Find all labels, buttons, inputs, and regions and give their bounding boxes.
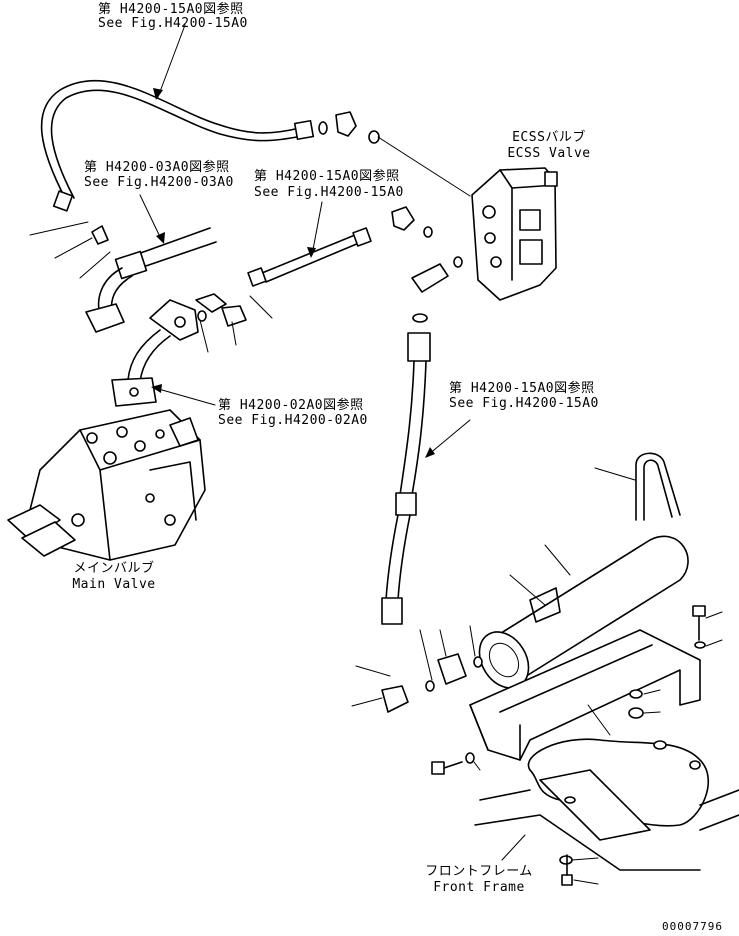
callout-hose-top-jp: 第 H4200-15A0図参照 (98, 2, 244, 17)
leader-u-bolt (594, 467, 636, 481)
bolt-right-top[interactable] (692, 605, 706, 641)
leader-accumulator-2 (544, 544, 571, 576)
accumulator-fittings[interactable] (381, 653, 483, 713)
front-frame-label-jp: フロントフレーム (425, 864, 533, 879)
leader-nut-bracket (643, 711, 661, 714)
leader-fit-1 (355, 665, 391, 677)
leader-main-valve-ref (154, 387, 216, 406)
left-hose[interactable] (85, 225, 217, 333)
leader-hose-right (427, 419, 471, 456)
washer-bracket (629, 689, 643, 699)
leader-hose-left (139, 194, 163, 242)
middle-hose[interactable] (247, 206, 433, 287)
callout-hose-mid-en: See Fig.H4200-15A0 (254, 185, 404, 200)
elbow-ecss[interactable] (411, 256, 463, 293)
leader-fitting-b (231, 321, 237, 346)
o-ring-ecss (412, 313, 428, 323)
callout-main-valve-en: See Fig.H4200-02A0 (218, 413, 368, 428)
leader-fitting-c (249, 295, 273, 319)
ecss-valve-label-jp: ECSSバルブ (512, 130, 586, 145)
u-bolt[interactable] (635, 452, 681, 521)
leader-frame-washer (571, 857, 599, 861)
main-valve-label-jp: メインバルブ (73, 561, 155, 576)
accumulator[interactable] (469, 535, 689, 697)
callout-main-valve-jp: 第 H4200-02A0図参照 (218, 398, 364, 413)
arrowhead-hose-right (425, 447, 435, 458)
front-frame[interactable] (474, 738, 739, 871)
leader-hose-mid (311, 201, 323, 256)
front-frame-label-en: Front Frame (433, 880, 525, 895)
callout-hose-right-jp: 第 H4200-15A0図参照 (449, 381, 595, 396)
main-valve-label-en: Main Valve (72, 577, 156, 592)
leader-front-frame (501, 834, 526, 861)
ecss-valve-label-en: ECSS Valve (507, 146, 591, 161)
arrowhead-hose-top (153, 88, 163, 100)
callout-hose-mid-jp: 第 H4200-15A0図参照 (254, 169, 400, 184)
leader-fitting-a (199, 319, 209, 353)
leader-bolt-left (473, 761, 481, 771)
leader-frame-bolt (573, 879, 599, 885)
leader-bracket (587, 704, 611, 736)
washer-right (694, 641, 706, 649)
right-hose[interactable] (381, 332, 431, 625)
leader-accumulator-1 (509, 574, 546, 606)
leader-left-3 (79, 251, 111, 279)
callout-hose-top-en: See Fig.H4200-15A0 (98, 16, 248, 31)
callout-hose-left-jp: 第 H4200-03A0図参照 (84, 160, 230, 175)
arrowhead-hose-mid (307, 247, 316, 258)
leader-left-2 (54, 237, 93, 259)
drawing-number: 00007796 (662, 920, 723, 933)
leader-hose-top (157, 24, 186, 98)
leader-ecss-fitting (377, 136, 471, 197)
leader-fit-5 (469, 625, 476, 657)
bolt-frame-bottom[interactable] (559, 854, 573, 886)
leader-washer-right (705, 639, 723, 647)
leader-fit-4 (439, 629, 447, 657)
leader-fit-3 (419, 629, 433, 681)
top-fittings (318, 111, 380, 144)
nut-bracket (628, 707, 644, 719)
mounting-bracket[interactable] (469, 629, 701, 761)
arrowhead-main-valve-ref (151, 384, 162, 393)
leader-washer-bracket (643, 689, 661, 695)
arrowhead-hose-left (156, 232, 165, 244)
main-valve-pipe[interactable] (111, 293, 247, 407)
callout-hose-right-en: See Fig.H4200-15A0 (449, 396, 599, 411)
ecss-valve[interactable] (471, 167, 558, 301)
leader-fit-2 (351, 697, 383, 707)
top-hose[interactable] (40, 79, 315, 212)
callout-hose-left-en: See Fig.H4200-03A0 (84, 175, 234, 190)
main-valve[interactable] (7, 409, 206, 561)
bolt-left-bottom[interactable] (431, 752, 475, 775)
leader-left-1 (29, 221, 89, 236)
leader-bolt-right (705, 611, 723, 619)
